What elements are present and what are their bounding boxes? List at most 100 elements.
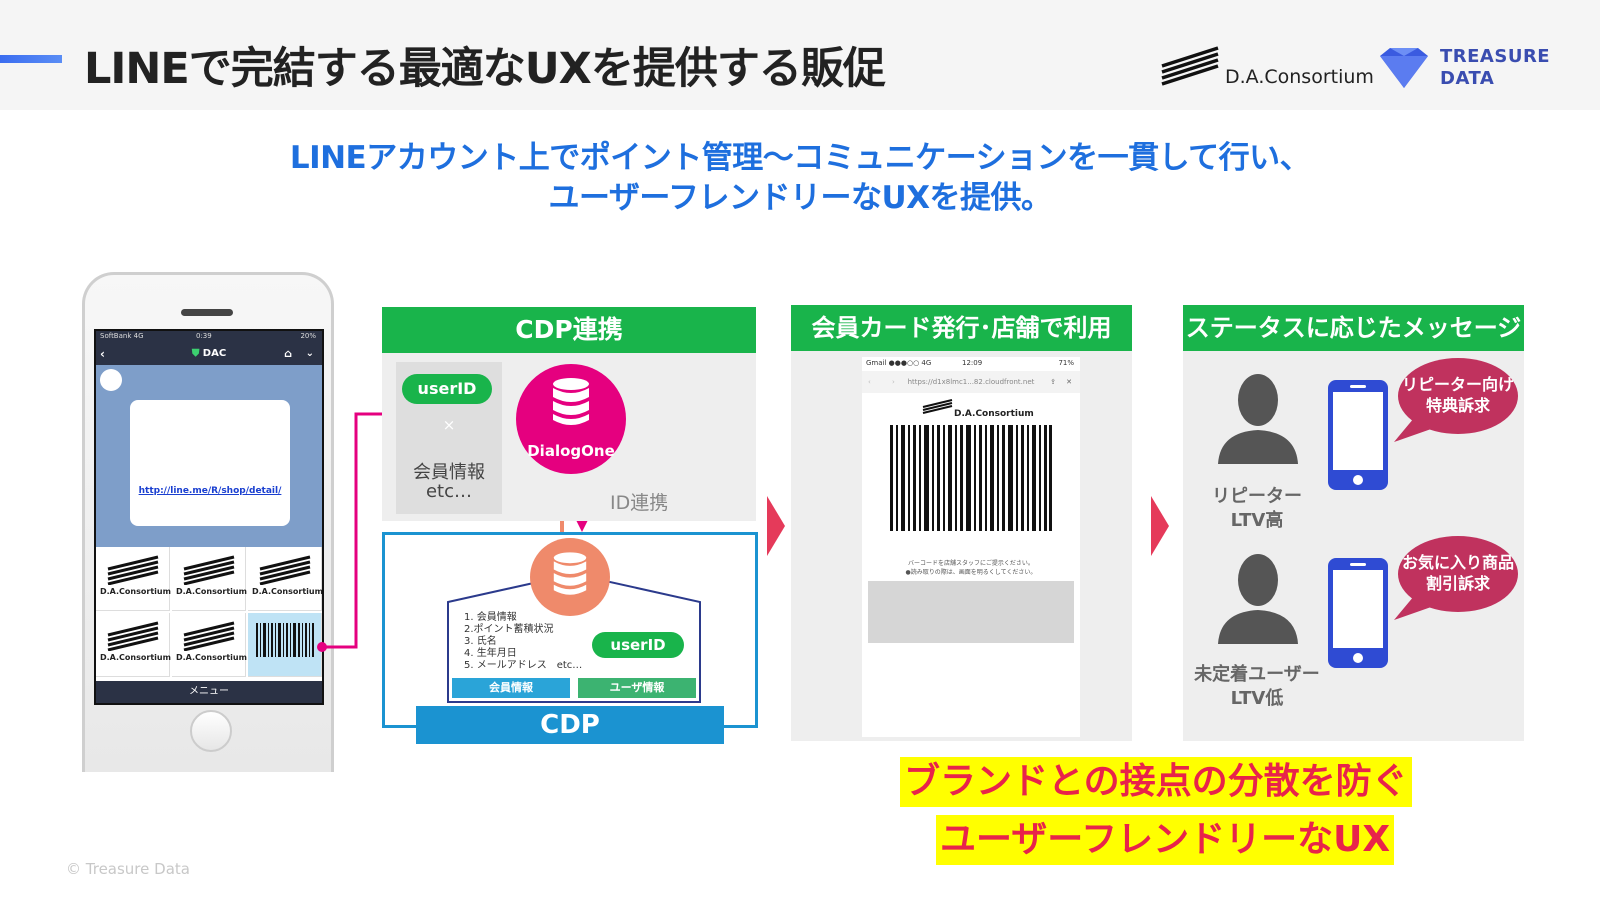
cdp-data-list: 1. 会員情報 2.ポイント蓄積状況 3. 氏名 4. 生年月日 5. メールア…	[464, 612, 583, 671]
subtitle-line1: LINEアカウント上でポイント管理〜コミュニケーションを一貫して行い、	[289, 140, 1311, 176]
new-user-label: 未定着ユーザー	[1194, 664, 1320, 685]
card-gray-area	[868, 581, 1074, 643]
rich-menu-toggle[interactable]: メニュー	[96, 681, 322, 703]
repeater-label: リピーター	[1212, 486, 1302, 507]
flow-arrow-right-icon	[767, 496, 785, 556]
highlight-message-2: ユーザーフレンドリーなUX	[936, 815, 1395, 865]
smartphone-icon	[1328, 558, 1388, 668]
repeater-ltv-label: LTV高	[1230, 510, 1284, 531]
database-icon	[553, 552, 587, 595]
database-icon	[553, 378, 589, 425]
barcode-icon	[256, 623, 314, 657]
member-etc-label: etc…	[425, 481, 473, 502]
highlight-message-1: ブランドとの接点の分散を防ぐ	[900, 757, 1412, 807]
card-url-bar[interactable]: ‹ › https://d1x8lmc1...82.cloudfront.net…	[862, 371, 1080, 393]
home-icon[interactable]: ⌂	[284, 347, 292, 360]
id-link-label: ID連携	[610, 492, 669, 514]
avatar	[100, 369, 122, 391]
dialogone-label: DialogOne	[527, 442, 615, 460]
member-info-label: 会員情報	[413, 462, 485, 483]
chat-area: http://line.me/R/shop/detail/	[96, 365, 322, 547]
copyright-text: © Treasure Data	[66, 860, 190, 878]
dac-logo-icon	[1161, 46, 1219, 86]
repeater-bubble-line1: リピーター向け	[1401, 375, 1514, 394]
card-url-text: https://d1x8lmc1...82.cloudfront.net	[907, 378, 1035, 386]
back-chevron-icon[interactable]: ‹	[868, 378, 871, 386]
new-user-bubble-line1: お気に入り商品	[1401, 553, 1514, 572]
header-bar	[0, 0, 1600, 110]
speech-bubble-icon	[1394, 536, 1518, 620]
repeater-person-icon	[1218, 374, 1298, 464]
member-card-header: 会員カード発行･店舗で利用	[791, 305, 1132, 351]
time-text: 0:39	[196, 332, 212, 340]
card-instructions: バーコードを店舗スタッフにご提示ください。 ●読み取りの際は、画面を明るくしてく…	[862, 559, 1080, 577]
nav-title: DAC	[202, 348, 227, 359]
repeater-bubble-text: リピーター向け 特典訴求	[1398, 374, 1518, 416]
rich-menu-item-barcode[interactable]	[248, 613, 322, 677]
chat-message-bubble: http://line.me/R/shop/detail/	[130, 400, 290, 526]
userid-pill: userID	[402, 374, 492, 404]
card-status-left: Gmail ●●●○○ 4G	[866, 359, 932, 367]
treasure-data-logo-line1: TREASURE	[1440, 46, 1551, 67]
rich-menu: D.A.Consortium D.A.Consortium D.A.Consor…	[96, 547, 322, 681]
header-accent-bar	[0, 55, 62, 63]
dac-logo-icon	[183, 555, 235, 585]
carrier-text: SoftBank 4G	[100, 332, 144, 340]
rich-menu-item[interactable]: D.A.Consortium	[96, 547, 171, 611]
rich-menu-item[interactable]: D.A.Consortium	[172, 613, 247, 677]
menu-logo-text: D.A.Consortium	[100, 587, 171, 596]
phone-status-bar: SoftBank 4G 0:39 20%	[96, 331, 322, 343]
card-note-line1: バーコードを店舗スタッフにご提示ください。	[908, 560, 1034, 567]
barcode-icon	[890, 425, 1052, 531]
status-message-header: ステータスに応じたメッセージ	[1183, 305, 1524, 351]
cdp-label-bar: CDP	[416, 706, 724, 744]
dac-logo-icon	[922, 399, 953, 414]
member-card-screen: Gmail ●●●○○ 4G 12:09 71% ‹ › https://d1x…	[862, 357, 1080, 737]
arrowhead-down-icon	[576, 520, 588, 532]
close-icon[interactable]: ✕	[1066, 378, 1072, 386]
phone-speaker	[181, 309, 233, 316]
new-user-bubble-line2: 割引訴求	[1425, 574, 1490, 593]
dac-logo-icon	[183, 621, 235, 651]
new-user-person-icon	[1218, 554, 1298, 644]
repeater-bubble-line2: 特典訴求	[1425, 396, 1490, 415]
speech-bubble-icon	[1394, 358, 1518, 442]
phone-home-button	[190, 710, 232, 752]
times-symbol: ×	[442, 416, 456, 434]
dac-logo-icon	[107, 621, 159, 651]
share-icon[interactable]: ⇪	[1050, 378, 1056, 386]
cdp-userid-pill: userID	[592, 632, 684, 658]
line-nav-bar: ‹ ⛊ DAC ⌂ ⌄	[96, 343, 322, 365]
subtitle-line2: ユーザーフレンドリーなUXを提供。	[548, 180, 1052, 216]
new-user-ltv-label: LTV低	[1230, 688, 1284, 709]
card-status-bar: Gmail ●●●○○ 4G 12:09 71%	[862, 357, 1080, 371]
forward-chevron-icon[interactable]: ›	[892, 378, 895, 386]
cdp-database-circle	[530, 538, 610, 616]
shop-link[interactable]: http://line.me/R/shop/detail/	[138, 486, 282, 496]
rich-menu-item[interactable]: D.A.Consortium	[172, 547, 247, 611]
page-title: LINEで完結する最適なUXを提供する販促	[84, 44, 886, 94]
shield-icon: ⛊	[191, 348, 200, 359]
card-status-battery: 71%	[1058, 359, 1074, 367]
rich-menu-item[interactable]: D.A.Consortium	[96, 613, 171, 677]
dialogone-circle	[516, 364, 626, 474]
line-app-screen: SoftBank 4G 0:39 20% ‹ ⛊ DAC ⌂ ⌄ http://…	[94, 329, 324, 705]
chevron-down-icon[interactable]: ⌄	[305, 348, 314, 359]
treasure-data-gem-icon	[1380, 48, 1428, 88]
dac-logo-icon	[107, 555, 159, 585]
dac-logo-text: D.A.Consortium	[1225, 66, 1374, 88]
menu-logo-text: D.A.Consortium	[100, 653, 171, 662]
menu-logo-text: D.A.Consortium	[252, 587, 323, 596]
rich-menu-item[interactable]: D.A.Consortium	[248, 547, 322, 611]
back-chevron-icon[interactable]: ‹	[100, 347, 105, 361]
member-info-tag: 会員情報	[452, 678, 570, 698]
smartphone-icon	[1328, 380, 1388, 490]
dac-logo-icon	[259, 555, 311, 585]
cdp-integration-header: CDP連携	[382, 307, 756, 353]
battery-text: 20%	[300, 332, 316, 340]
menu-logo-text: D.A.Consortium	[176, 653, 247, 662]
connector-dot	[317, 642, 327, 652]
card-note-line2: ●読み取りの際は、画面を明るくしてください。	[905, 569, 1037, 576]
card-status-time: 12:09	[962, 359, 983, 367]
menu-logo-text: D.A.Consortium	[176, 587, 247, 596]
